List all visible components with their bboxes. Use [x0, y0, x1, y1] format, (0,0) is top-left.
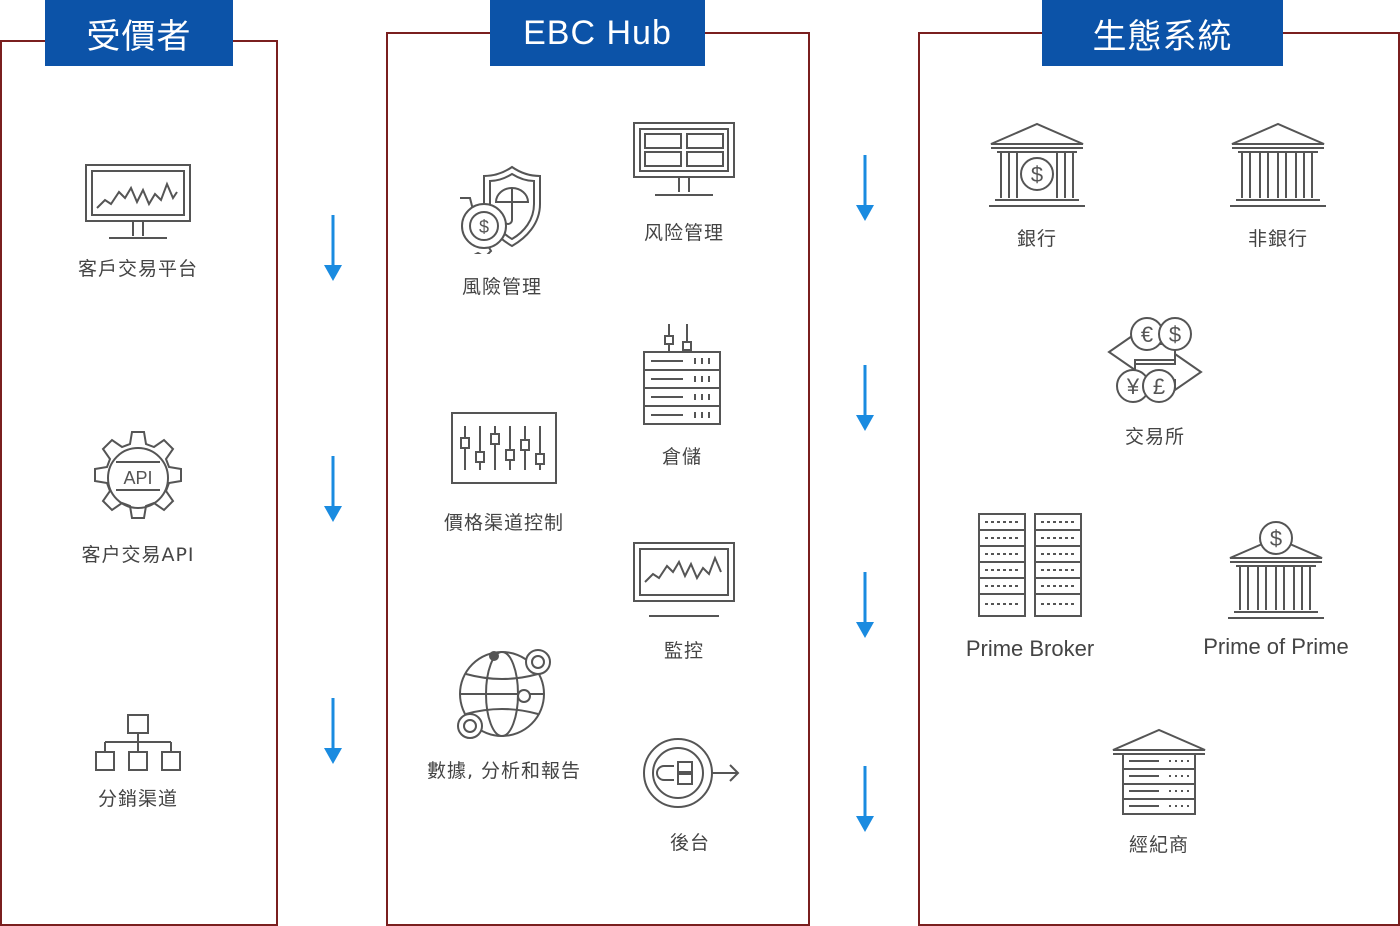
bank-icon [1230, 122, 1326, 207]
exchange-item: € $ ¥ £ 交易所 [1055, 314, 1255, 449]
hub-header: EBC Hub [490, 0, 705, 66]
nonbank-item: 非銀行 [1178, 122, 1378, 251]
flow-arrow-5 [856, 365, 874, 431]
svg-text:$: $ [479, 217, 489, 237]
bank-dollar-icon: $ [989, 122, 1085, 207]
bank-dollar-top-icon: $ [1228, 521, 1324, 619]
monitoring-label: 監控 [663, 640, 704, 662]
monitor-chart-icon [633, 542, 735, 617]
svg-text:$: $ [1031, 162, 1043, 187]
bank-item: $ 銀行 [937, 122, 1137, 251]
bank-label: 銀行 [1016, 228, 1057, 250]
shield-umbrella-gear-icon: $ [460, 165, 541, 254]
backoffice-item: 後台 [590, 736, 790, 855]
flow-arrow-6 [856, 572, 874, 638]
client-api-item: API 客户交易API [38, 428, 238, 567]
monitor-grid-icon [633, 122, 735, 196]
servers-icon [978, 513, 1082, 617]
svg-text:¥: ¥ [1126, 374, 1140, 399]
flow-arrow-2 [324, 456, 342, 522]
price-control-label: 價格渠道控制 [443, 512, 564, 534]
svg-text:£: £ [1153, 374, 1165, 399]
trading-platform-label: 客戶交易平台 [77, 258, 198, 280]
nonbank-label: 非銀行 [1247, 228, 1308, 250]
org-chart-icon [95, 714, 181, 771]
backoffice-label: 後台 [669, 832, 710, 854]
monitor-chart-icon [85, 164, 191, 239]
flow-arrow-7 [856, 766, 874, 832]
exchange-label: 交易所 [1124, 426, 1185, 448]
prime-broker-item: Prime Broker [930, 512, 1130, 662]
circle-arrow-icon [643, 738, 740, 808]
currency-exchange-icon: € $ ¥ £ [1107, 317, 1203, 403]
api-gear-icon: API [94, 431, 182, 519]
trading-platform-item: 客戶交易平台 [38, 162, 238, 281]
data-analytics-item: 數據, 分析和報告 [404, 646, 604, 783]
server-rack-icon [643, 324, 721, 425]
svg-text:$: $ [1270, 526, 1282, 551]
flow-arrow-3 [324, 698, 342, 764]
svg-text:€: € [1141, 322, 1153, 347]
flow-arrow-1 [324, 215, 342, 281]
flow-arrow-4 [856, 155, 874, 221]
storage-label: 倉儲 [661, 446, 702, 468]
storage-item: 倉儲 [582, 322, 782, 469]
ecosystem-header: 生態系統 [1042, 0, 1283, 66]
svg-text:API: API [123, 468, 152, 488]
risk-shield-label: 風險管理 [461, 276, 542, 298]
svg-text:$: $ [1169, 322, 1181, 347]
risk-monitor-item: 风险管理 [584, 120, 784, 245]
warehouse-icon [1112, 728, 1206, 815]
distribution-label: 分銷渠道 [97, 788, 178, 810]
broker-label: 經紀商 [1128, 834, 1189, 856]
prime-of-prime-label: Prime of Prime [1203, 634, 1349, 659]
broker-item: 經紀商 [1059, 728, 1259, 857]
client-api-label: 客户交易API [81, 544, 195, 566]
prime-broker-label: Prime Broker [965, 636, 1095, 661]
risk-monitor-label: 风险管理 [643, 222, 724, 244]
recipients-header: 受價者 [45, 0, 233, 66]
prime-of-prime-item: $ Prime of Prime [1176, 518, 1376, 660]
price-control-item: 價格渠道控制 [404, 410, 604, 535]
sliders-icon [451, 412, 557, 484]
monitoring-item: 監控 [584, 540, 784, 663]
data-analytics-label: 數據, 分析和報告 [426, 760, 582, 782]
distribution-item: 分銷渠道 [38, 712, 238, 811]
risk-shield-item: $ 風險管理 [402, 164, 602, 299]
globe-network-icon [457, 649, 551, 739]
